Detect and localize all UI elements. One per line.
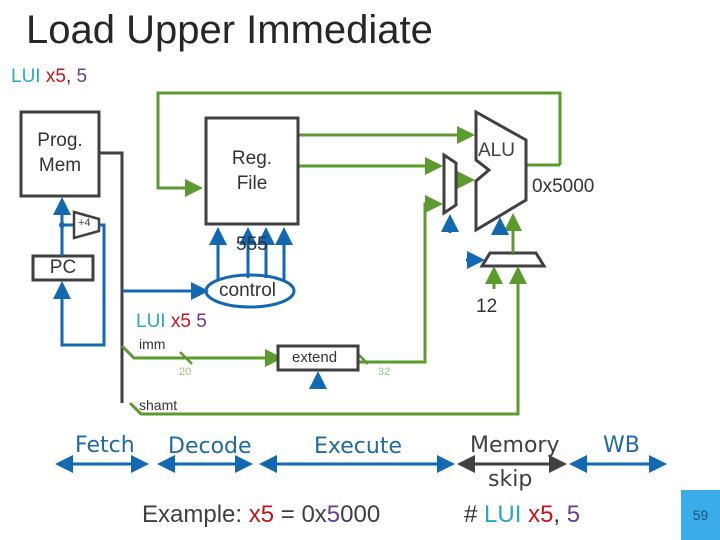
shift-mux <box>479 251 547 268</box>
reg-file-label: Reg.File <box>231 148 273 194</box>
stage-decode: Decode <box>168 434 252 459</box>
stage-memory-note: skip <box>488 467 533 492</box>
mux-const-label: 12 <box>476 296 498 317</box>
extend-label: extend <box>292 349 338 366</box>
example-line: Example: x5 = 0x5000 <box>142 501 381 528</box>
pc-next-wire <box>53 223 106 347</box>
alu-label: ALU <box>478 140 515 161</box>
instruction-bus <box>99 151 124 403</box>
imm-wire <box>120 344 283 367</box>
reg-file-box <box>204 116 300 226</box>
prog-mem-label: Prog.Mem <box>37 130 83 176</box>
extend-box <box>276 344 360 372</box>
shamt-field-label: shamt <box>139 397 178 413</box>
alu-shape <box>474 109 528 233</box>
imm-width-label: 20 <box>179 366 192 378</box>
control-unit <box>204 273 296 309</box>
instruction-line: LUI x5, 5 <box>11 66 88 87</box>
comment-line: # LUI x5, 5 <box>464 501 581 528</box>
ext-width-label: 32 <box>378 366 391 378</box>
writeback-wire <box>156 91 562 197</box>
plus4-adder <box>72 210 101 240</box>
plus4-label: +4 <box>78 217 91 229</box>
page-number: 59 <box>681 490 720 540</box>
control-label: control <box>219 280 277 301</box>
decode-instruction: LUI x5 5 <box>136 311 207 332</box>
page-title: Load Upper Immediate <box>26 8 433 52</box>
alu-result-label: 0x5000 <box>532 176 595 197</box>
alu-src-mux <box>442 152 458 216</box>
reg-width-labels: 555 <box>236 234 268 255</box>
stage-execute: Execute <box>314 434 402 459</box>
pc-label: PC <box>49 257 77 278</box>
stage-fetch: Fetch <box>75 433 135 458</box>
imm-ext-wire <box>355 195 443 364</box>
stage-memory: Memory <box>470 433 560 458</box>
shamt-wire <box>128 266 527 416</box>
imm-field-label: imm <box>139 336 166 352</box>
stage-wb: WB <box>603 433 640 458</box>
